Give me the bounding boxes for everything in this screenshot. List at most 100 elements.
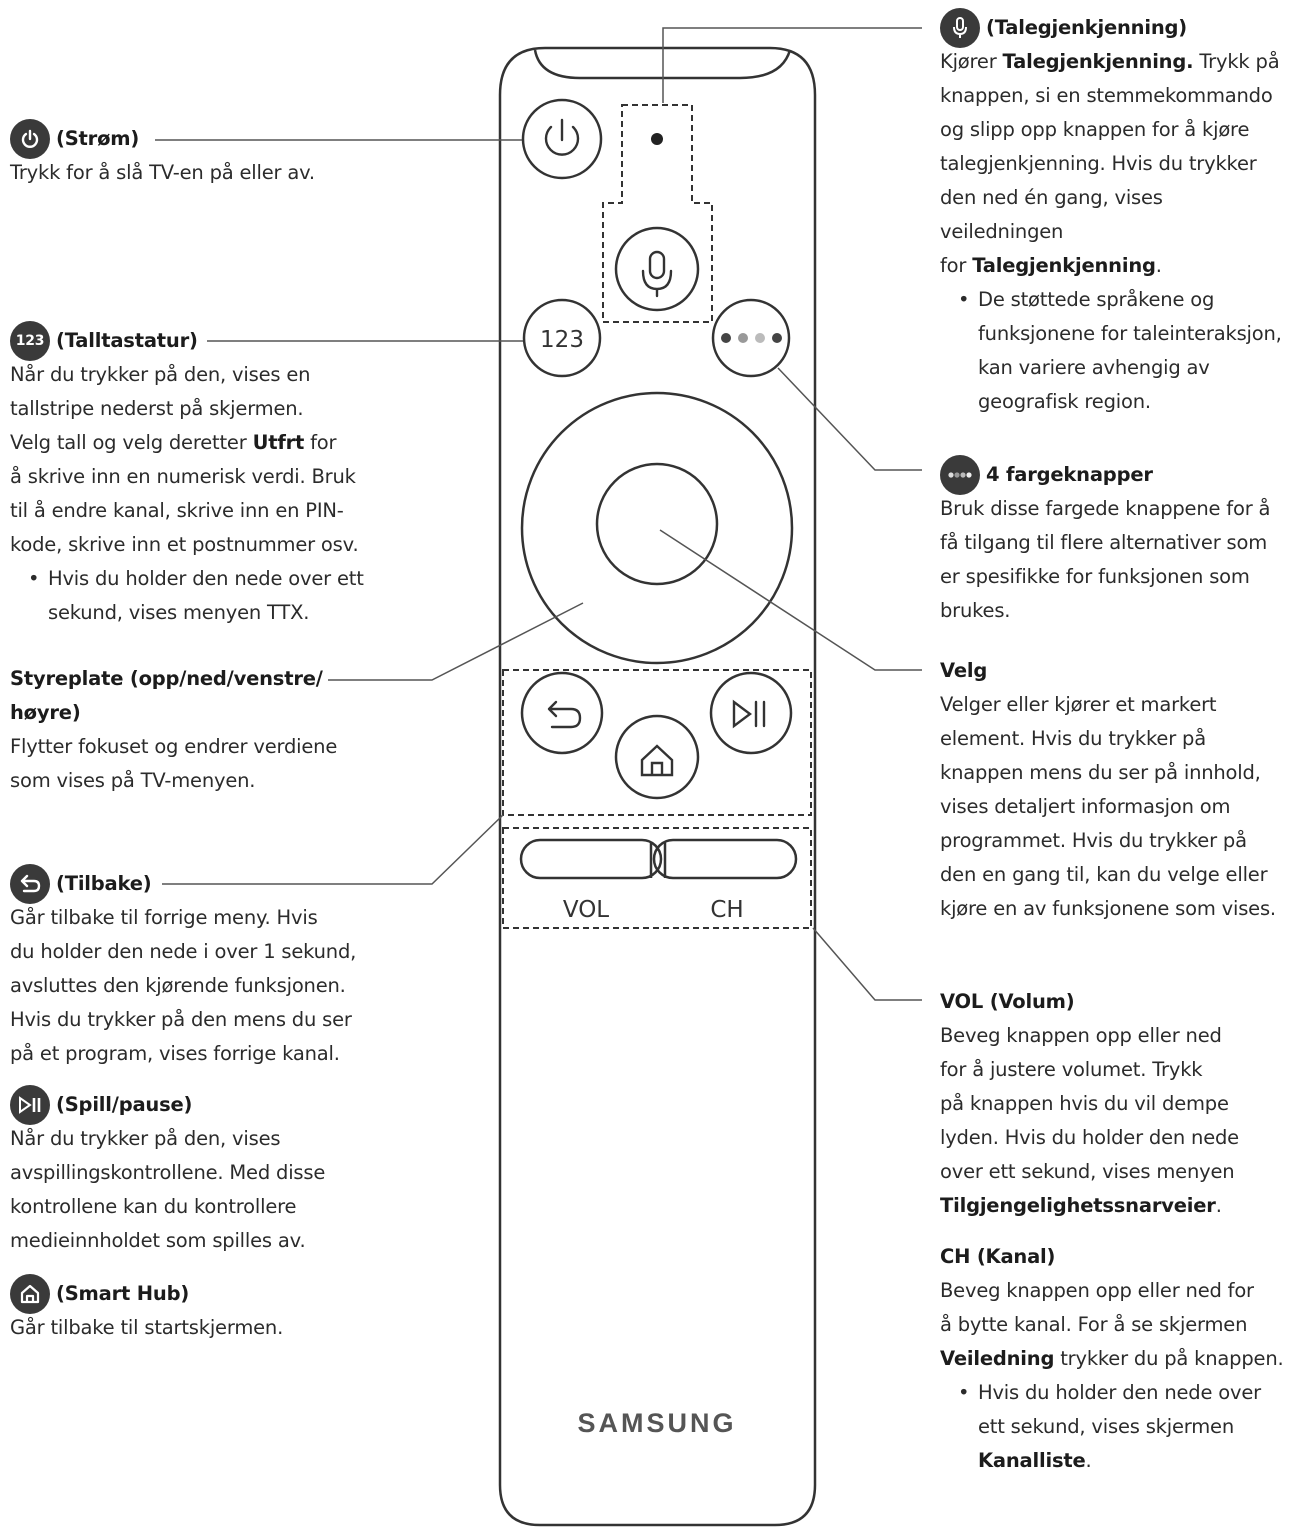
mic-icon: [648, 250, 666, 280]
select-title: Velg: [940, 659, 988, 682]
playpause-title: (Spill/pause): [56, 1093, 193, 1116]
voice-bullet-cont: kan variere avhengig av: [978, 356, 1210, 379]
brand-logo: SAMSUNG: [577, 1408, 736, 1438]
color-title: 4 fargeknapper: [986, 463, 1153, 486]
back-line: på et program, vises forrige kanal.: [10, 1042, 340, 1065]
numpad-line: Når du trykker på den, vises en: [10, 363, 311, 386]
voice-text: for: [940, 254, 973, 277]
volume-line: lyden. Hvis du holder den nede: [940, 1126, 1239, 1149]
back-line: du holder den nede i over 1 sekund,: [10, 940, 357, 963]
voice-bullet-cont: geografisk region.: [978, 390, 1151, 413]
dpad-desc: som vises på TV-menyen.: [10, 769, 256, 792]
remote-label-ch: CH: [710, 897, 743, 923]
back-section: (Tilbake) Går tilbake til forrige meny. …: [10, 864, 357, 1071]
voice-line: og slipp opp knappen for å kjøre: [940, 118, 1250, 141]
color-section: 4 fargeknapper Bruk disse fargede knappe…: [940, 455, 1271, 628]
playpause-line: kontrollene kan du kontrollere: [10, 1195, 297, 1218]
power-button: [521, 98, 603, 180]
select-line: den en gang til, kan du velge eller: [940, 863, 1268, 886]
home-section: (Smart Hub) Går tilbake til startskjerme…: [10, 1274, 284, 1345]
voice-line: talegjenkjenning. Hvis du trykker: [940, 152, 1257, 175]
volume-text: .: [1215, 1194, 1222, 1217]
volume-line: over ett sekund, vises menyen: [940, 1160, 1235, 1183]
numpad-line-end: for: [304, 431, 337, 454]
numpad-title: (Talltastatur): [56, 329, 198, 352]
dpad-title: Styreplate (opp/ned/venstre/: [10, 667, 323, 690]
numpad-line: kode, skrive inn et postnummer osv.: [10, 533, 359, 556]
voice-text: Kjører: [940, 50, 1003, 73]
color-line: få tilgang til flere alternativer som: [940, 531, 1267, 554]
playpause-line: medieinnholdet som spilles av.: [10, 1229, 306, 1252]
voice-line: den ned én gang, vises veiledningen: [940, 186, 1163, 243]
dpad-desc: Flytter fokuset og endrer verdiene: [10, 735, 338, 758]
mic-icon: [940, 8, 980, 48]
home-icon: [640, 744, 674, 777]
select-button: [595, 462, 719, 586]
power-section: (Strøm) Trykk for å slå TV-en på eller a…: [10, 119, 315, 190]
highlight-boxes: [502, 104, 812, 929]
select-line: vises detaljert informasjon om: [940, 795, 1231, 818]
volume-line: på knappen hvis du vil dempe: [940, 1092, 1229, 1115]
home-desc: Går tilbake til startskjermen.: [10, 1316, 284, 1339]
playpause-line: Når du trykker på den, vises: [10, 1127, 281, 1150]
voice-bullet-cont: funksjonene for taleinteraksjon,: [978, 322, 1282, 345]
playpause-icon: [10, 1085, 50, 1125]
select-section: Velg Velger eller kjører et markert elem…: [940, 654, 1276, 926]
voice-title: (Talegjenkjenning): [986, 16, 1187, 39]
volume-line: for å justere volumet. Trykk: [940, 1058, 1203, 1081]
back-icon: [547, 700, 582, 729]
back-line: Går tilbake til forrige meny. Hvis: [10, 906, 318, 929]
dpad-title-cont: høyre): [10, 701, 81, 724]
playpause-line: avspillingskontrollene. Med disse: [10, 1161, 326, 1184]
vol-rocker: [519, 838, 663, 880]
voice-term: Talegjenkjenning.: [1002, 50, 1194, 73]
back-title: (Tilbake): [56, 872, 152, 895]
dpad-ring: [520, 391, 794, 665]
channel-line: å bytte kanal. For å se skjermen: [940, 1313, 1248, 1336]
channel-term: Kanalliste: [978, 1449, 1086, 1472]
playpause-button: [709, 671, 793, 755]
home-title: (Smart Hub): [56, 1282, 190, 1305]
power-title: (Strøm): [56, 127, 140, 150]
color-line: Bruk disse fargede knappene for å: [940, 497, 1271, 520]
select-line: element. Hvis du trykker på: [940, 727, 1206, 750]
select-line: Velger eller kjører et markert: [940, 693, 1217, 716]
channel-term: Veiledning: [940, 1347, 1055, 1370]
playpause-section: (Spill/pause) Når du trykker på den, vis…: [10, 1085, 326, 1258]
numpad-icon: 123: [10, 321, 50, 361]
color-dots-icon: [940, 455, 980, 495]
voice-text: .: [1155, 254, 1162, 277]
color-line: brukes.: [940, 599, 1011, 622]
numpad-line: tallstripe nederst på skjermen.: [10, 397, 304, 420]
home-button: [614, 714, 700, 800]
number-button: [522, 298, 602, 378]
numpad-line: å skrive inn en numerisk verdi. Bruk: [10, 465, 356, 488]
voice-term: Talegjenkjenning: [972, 254, 1156, 277]
leader-lines: [155, 27, 922, 1001]
power-icon: [10, 119, 50, 159]
numpad-bullet: Hvis du holder den nede over ett: [10, 562, 364, 596]
color-dots-icon: [721, 333, 782, 343]
power-icon: [544, 125, 580, 156]
select-line: knappen mens du ser på innhold,: [940, 761, 1261, 784]
ch-rocker: [652, 838, 798, 880]
numpad-line: Velg tall og velg deretter Utfrt for: [10, 426, 364, 460]
numpad-bullet-cont: sekund, vises menyen TTX.: [48, 601, 310, 624]
voice-line: knappen, si en stemmekommando: [940, 84, 1273, 107]
power-desc: Trykk for å slå TV-en på eller av.: [10, 161, 315, 184]
back-button: [520, 671, 604, 755]
remote-label-123: 123: [540, 327, 584, 353]
voice-section: (Talegjenkjenning) Kjører Talegjenkjenni…: [940, 8, 1285, 419]
utfrt-term: Utfrt: [252, 431, 305, 454]
mic-hole: [651, 133, 663, 145]
voice-bullet: De støttede språkene og: [940, 283, 1285, 317]
back-line: avsluttes den kjørende funksjonen.: [10, 974, 346, 997]
volume-term: Tilgjengelighetssnarveier: [940, 1194, 1216, 1217]
channel-text: .: [1085, 1449, 1092, 1472]
numpad-line: til å endre kanal, skrive inn en PIN-: [10, 499, 344, 522]
playpause-icon: [732, 699, 766, 729]
select-line: programmet. Hvis du trykker på: [940, 829, 1247, 852]
channel-line: Beveg knappen opp eller ned for: [940, 1279, 1254, 1302]
numpad-line-start: Velg tall og velg deretter: [10, 431, 253, 454]
